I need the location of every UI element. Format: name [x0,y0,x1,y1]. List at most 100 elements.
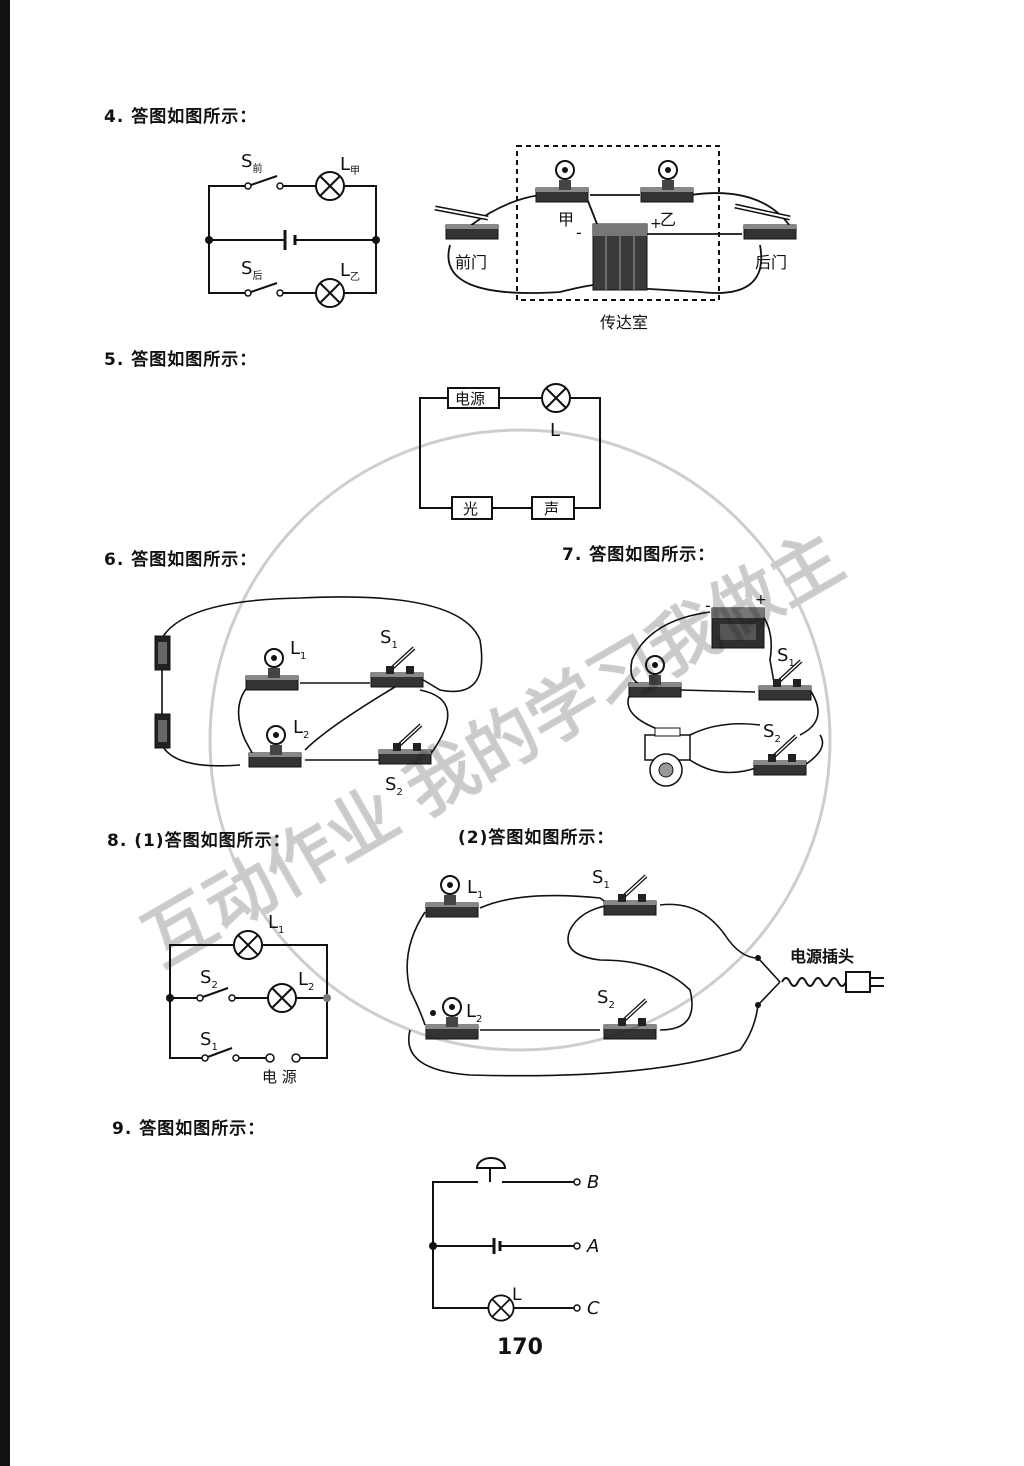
fig4-back-door-button [734,203,791,221]
question-5-heading: 5. 答图如图所示： [104,350,258,370]
fig8b-bulb-l1 [440,875,460,906]
fig6-knife-s1 [384,646,416,676]
fig5-label-light: 光 [463,500,478,518]
fig5-light-box [451,496,493,520]
fig4-label-yi: 乙 [660,210,676,229]
fig5-sound-box [531,496,575,520]
question-9-heading: 9. 答图如图所示： [112,1119,266,1139]
fig8a-label-power: 电 源 [262,1068,297,1086]
fig7-label-s2: S2 [763,721,781,745]
fig5-label-power: 电源 [455,390,485,408]
fig6-bulb-l1 [264,648,284,679]
fig8b-label-l2: L2 [466,1001,482,1025]
fig8b-board-s1 [603,900,657,916]
fig8a-label-s2: S2 [200,967,218,991]
fig4-lamp-jia-symbol [315,171,345,201]
fig8a-label-l2: L2 [298,969,314,993]
fig7-plus-sign: + [755,592,767,608]
fig4-back-door-board [743,224,797,240]
fig8b-knife-s2 [616,998,648,1028]
fig7-label-s1: S1 [777,645,795,669]
fig5-circuit [419,397,601,509]
fig8a-junction-left [166,994,174,1002]
fig4-label-reception: 传达室 [600,313,648,332]
fig5-lamp-symbol [541,383,571,413]
fig8a-label-s1: S1 [200,1029,218,1053]
fig4-lamp-yi-symbol [315,278,345,308]
fig8b-dot [430,1010,436,1016]
fig6-label-s2: S2 [385,774,403,798]
fig4-board-jia [535,187,589,203]
fig8a-s2-pivot [196,994,204,1002]
fig8a-s1-contact [232,1054,240,1062]
watermark-stamp: 互动作业 我的学习我做主 [128,428,858,1052]
question-6-heading: 6. 答图如图所示： [104,550,258,570]
fig8b-knife-s1 [616,874,648,904]
fig6-battery-top [154,635,171,671]
fig8b-label-plug: 电源插头 [790,947,854,966]
fig4-board-yi [640,187,694,203]
fig4-bulb-jia [555,160,575,191]
fig4-switch-back-contact [276,289,284,297]
fig4-label-s-front: S前 [241,151,262,175]
fig4-junction-left [205,236,213,244]
fig4-switch-front-contact [276,182,284,190]
fig9-terminal-b [573,1178,581,1186]
fig7-board-s2 [753,760,807,776]
fig9-bell-icon [475,1157,507,1182]
fig4-label-l-yi: L乙 [340,260,360,283]
fig7-battery [711,607,765,649]
fig4-label-s-back: S后 [241,258,262,282]
fig9-terminal-a [573,1242,581,1250]
fig9-circuit [432,1181,574,1309]
fig9-label-b: B [587,1172,599,1193]
fig8a-label-l1: L1 [268,912,284,936]
fig8a-junction-right [323,994,331,1002]
fig8b-plug-junction-bottom [755,1002,761,1008]
fig7-bell [644,727,691,787]
fig6-board-l1 [245,675,299,691]
fig8b-plug-junction-top [755,955,761,961]
fig8b-plug [781,971,884,993]
fig6-board-s1 [370,672,424,688]
fig4-bulb-yi [658,160,678,191]
fig4-label-jia: 甲 [558,210,574,229]
fig4-switch-front-pivot [244,182,252,190]
fig7-minus-sign: - [705,596,711,615]
question-7-heading: 7. 答图如图所示： [562,545,716,565]
fig8a-lamp-l2-symbol [267,983,297,1013]
fig9-junction [429,1242,437,1250]
fig7-board-s1 [758,685,812,701]
fig4-switch-back-pivot [244,289,252,297]
fig9-lamp-symbol [487,1294,515,1322]
fig4-junction-right [372,236,380,244]
fig8b-bulb-l2 [442,997,462,1028]
fig4-front-door-button [434,205,489,221]
fig8a-power-terminal-left [265,1053,275,1063]
fig8a-s1-pivot [201,1054,209,1062]
watermark-text: 互动作业 我的学习我做主 [129,516,856,983]
fig4-front-door-board [445,224,499,240]
fig6-label-l2: L2 [293,717,309,741]
fig9-label-c: C [587,1298,600,1319]
fig6-bulb-l2 [266,725,286,756]
question-8-part1-heading: 8. (1)答图如图所示： [107,831,291,851]
page-number: 170 [497,1335,543,1360]
fig8b-board-l1 [425,902,479,918]
fig9-label-a: A [586,1236,599,1257]
fig8a-s2-contact [228,994,236,1002]
fig4-label-front-door: 前门 [455,253,487,272]
fig8b-label-l1: L1 [467,877,483,901]
fig8b-label-s2: S2 [597,987,615,1011]
fig4-label-l-jia: L甲 [340,154,360,177]
fig4-label-back-door: 后门 [755,253,787,272]
fig8b-wires [406,894,781,1077]
fig6-label-l1: L1 [290,638,306,662]
scan-edge [0,0,10,1466]
fig6-label-s1: S1 [380,627,398,651]
fig6-board-l2 [248,752,302,768]
fig4-minus-sign: - [576,223,582,242]
fig8a-power-terminal-right [291,1053,301,1063]
